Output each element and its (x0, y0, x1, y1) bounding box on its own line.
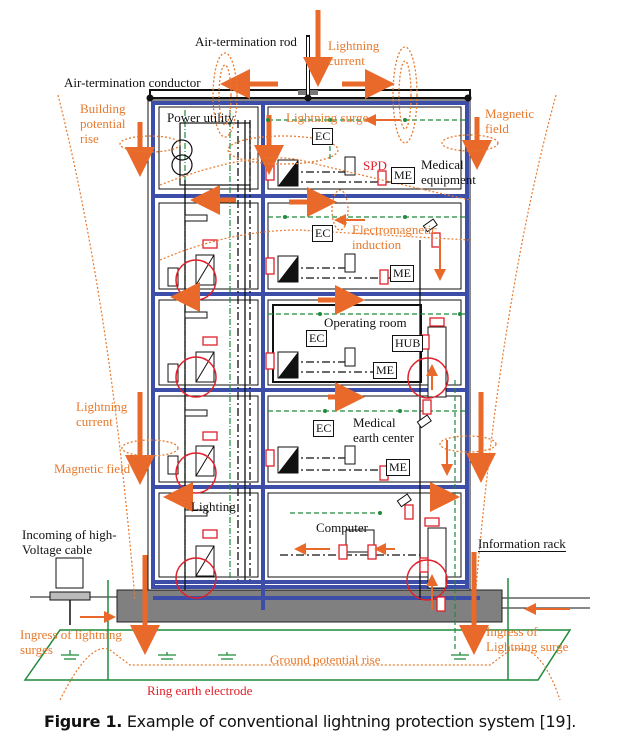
label-information-rack: Information rack (478, 536, 566, 552)
label-lightning-current-top: Lightning current (328, 38, 380, 68)
label-air-termination-conductor: Air-termination conductor (64, 75, 201, 90)
me-box-floor-4: ME (390, 265, 414, 282)
label-ground-potential-rise: Ground potential rise (270, 652, 381, 667)
induction-dotted-2 (159, 229, 471, 261)
building-blue-frame (151, 101, 469, 589)
label-computer: Computer (316, 520, 368, 535)
me-box-floor-3: ME (373, 362, 397, 379)
ground-potential-rise-curve (59, 648, 561, 700)
label-spd: SPD (363, 158, 387, 173)
bonding-dots (266, 118, 462, 515)
label-building-potential-rise: Building potential rise (80, 101, 126, 146)
spd-devices (202, 163, 446, 612)
ring-earth-electrode (23, 629, 572, 681)
building-potential-curve-left (57, 94, 136, 601)
ground-symbols (61, 650, 469, 660)
information-rack-cabinet (427, 326, 447, 398)
label-air-termination-rod: Air-termination rod (195, 34, 297, 49)
label-electromagnetic-induction: Electromagnetic induction (352, 222, 438, 252)
hub-box: HUB (392, 335, 424, 352)
me-box-floor-2: ME (386, 459, 410, 476)
distribution-boards (277, 159, 299, 474)
label-incoming-hv-cable: Incoming of high- Voltage cable (22, 527, 117, 557)
label-ring-earth-electrode: Ring earth electrode (147, 683, 253, 698)
incoming-hv-cabinet (55, 557, 84, 589)
label-operating-room: Operating room (324, 315, 407, 330)
me-box-floor-5: ME (391, 167, 415, 184)
label-magnetic-field-left: Magnetic field (54, 461, 131, 476)
label-power-utility: Power utility (167, 110, 235, 125)
figure-caption-text: Example of conventional lightning protec… (122, 712, 577, 731)
camera-icons (396, 218, 438, 508)
information-rack-cabinet-2 (427, 527, 447, 589)
outlets (167, 156, 356, 475)
incoming-hv-base (49, 591, 91, 601)
lightning-protection-diagram (23, 10, 590, 700)
label-ingress-left: Ingress of lightning surges (20, 627, 122, 657)
power-risers (184, 120, 421, 600)
lightning-arrows (125, 10, 496, 655)
induction-dotted (159, 157, 471, 201)
figure-caption-label: Figure 1. (43, 712, 123, 731)
label-medical-equipment: Medical equipment (421, 157, 476, 187)
figure-caption: Figure 1. Example of conventional lightn… (0, 712, 620, 731)
label-lightning-surge: Lightning surge (286, 110, 369, 125)
ec-box-floor-3: EC (306, 330, 328, 347)
label-magnetic-field-top: Magnetic field (485, 106, 535, 136)
ec-box-floor-2: EC (313, 420, 335, 437)
black-junctions (146, 94, 472, 102)
building-potential-curve-right (474, 94, 557, 601)
label-medical-earth-center: Medical earth center (353, 415, 414, 445)
label-ingress-right: Ingress of Lightning surge (486, 624, 569, 654)
surge-arrows (80, 114, 570, 623)
ec-box-floor-5: EC (312, 128, 334, 145)
magnetic-field-loops (119, 46, 499, 457)
computer-monitor (345, 529, 375, 553)
label-lightning-current-left: Lightning current (76, 399, 128, 429)
label-lighting: Lighting (191, 499, 236, 514)
ec-box-floor-4: EC (312, 225, 334, 242)
